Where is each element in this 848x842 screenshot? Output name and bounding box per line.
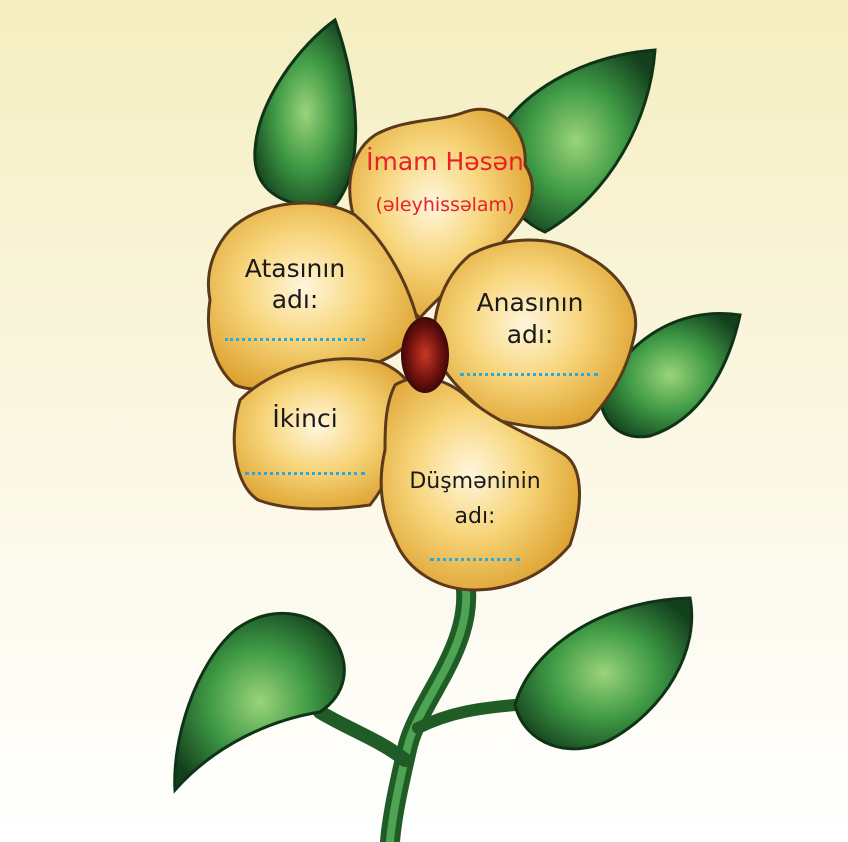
second-label: İkinci — [230, 406, 380, 432]
enemy-label-line2: adı: — [390, 505, 560, 528]
father-label-line2: adı: — [215, 287, 375, 313]
enemy-label-line1: Düşməninin — [390, 470, 560, 493]
mother-label-line1: Anasının — [450, 290, 610, 316]
second-answer-blank[interactable] — [245, 472, 365, 475]
title-name: İmam Həsən — [345, 149, 545, 175]
mother-label-line2: adı: — [450, 322, 610, 348]
father-answer-blank[interactable] — [225, 338, 365, 341]
enemy-answer-blank[interactable] — [430, 558, 520, 561]
title-honorific: (əleyhissəlam) — [345, 196, 545, 216]
flower-center — [401, 317, 449, 393]
father-label-line1: Atasının — [215, 256, 375, 282]
mother-answer-blank[interactable] — [460, 373, 598, 376]
